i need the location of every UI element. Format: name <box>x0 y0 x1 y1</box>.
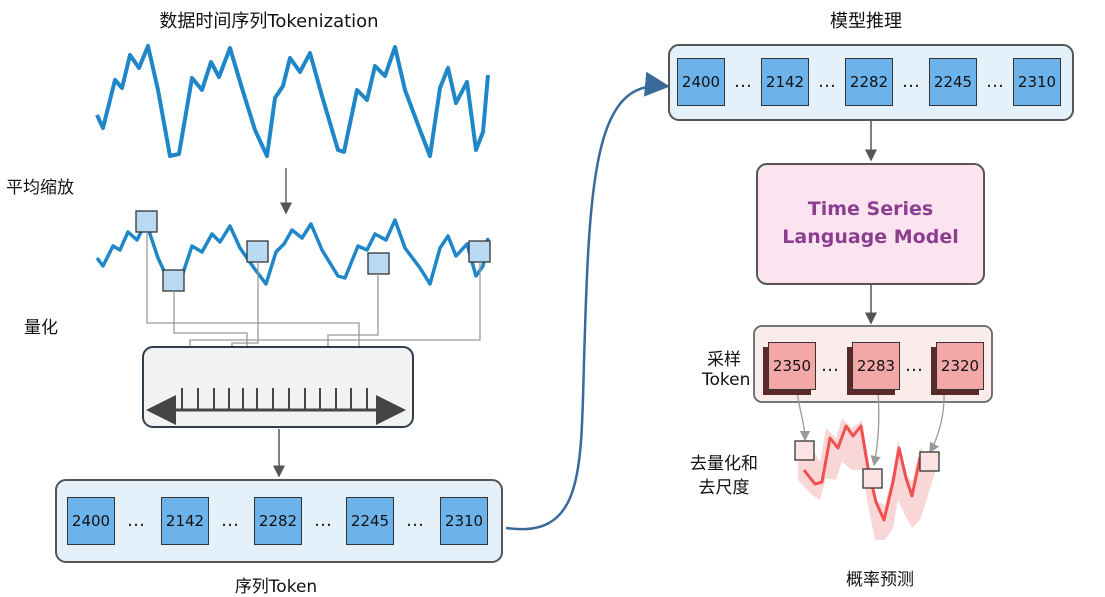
token-ellipsis: … <box>127 510 146 531</box>
sample-point-marker <box>367 252 390 275</box>
mean-scaling-label: 平均缩放 <box>6 178 74 198</box>
inference-token: 2245 <box>929 58 977 106</box>
token-ellipsis: … <box>314 510 333 531</box>
sequence-token: 2282 <box>254 497 302 545</box>
sample-point-marker <box>135 210 158 233</box>
probabilistic-forecast-label: 概率预测 <box>846 570 914 590</box>
dequant-connectors <box>796 391 945 467</box>
sampled-token: 2283 <box>852 342 900 390</box>
sequence-token: 2400 <box>67 497 115 545</box>
inference-title: 模型推理 <box>830 11 902 32</box>
model-label: Time Series Language Model <box>782 198 959 248</box>
sequence-token: 2245 <box>346 497 394 545</box>
forecast-point-marker <box>919 451 940 472</box>
scaled-series-line <box>95 218 490 286</box>
sequence-token: 2310 <box>440 497 488 545</box>
inference-token: 2142 <box>761 58 809 106</box>
sequence-token-label: 序列Token <box>234 577 318 597</box>
model-box <box>756 163 985 285</box>
tokenization-title: 数据时间序列Tokenization <box>159 11 379 32</box>
sample-point-marker <box>468 240 491 263</box>
sampling-label: 采样 Token <box>702 350 751 390</box>
dequant-label: 去量化和 去尺度 <box>690 454 758 498</box>
token-ellipsis: … <box>221 510 240 531</box>
token-ellipsis: … <box>905 355 924 376</box>
quantizer-box <box>142 346 414 428</box>
forecast-point-marker <box>862 468 883 489</box>
inference-token: 2282 <box>845 58 893 106</box>
token-ellipsis: … <box>818 71 837 92</box>
token-ellipsis: … <box>821 355 840 376</box>
quantizer-ticks <box>181 388 368 410</box>
sample-point-marker <box>162 269 185 292</box>
quantization-label: 量化 <box>24 318 58 338</box>
sampled-token: 2320 <box>936 342 984 390</box>
forecast-point-marker <box>794 440 815 461</box>
token-ellipsis: … <box>406 510 425 531</box>
token-ellipsis: … <box>902 71 921 92</box>
token-ellipsis: … <box>986 71 1005 92</box>
inference-token: 2400 <box>677 58 725 106</box>
sample-point-marker <box>246 240 269 263</box>
sequence-token: 2142 <box>161 497 209 545</box>
sampled-token: 2350 <box>768 342 816 390</box>
raw-series-line <box>95 44 490 158</box>
inference-token: 2310 <box>1013 58 1061 106</box>
flow-curve-arrow <box>505 71 670 531</box>
token-ellipsis: … <box>734 71 753 92</box>
forecast-line <box>802 424 929 522</box>
